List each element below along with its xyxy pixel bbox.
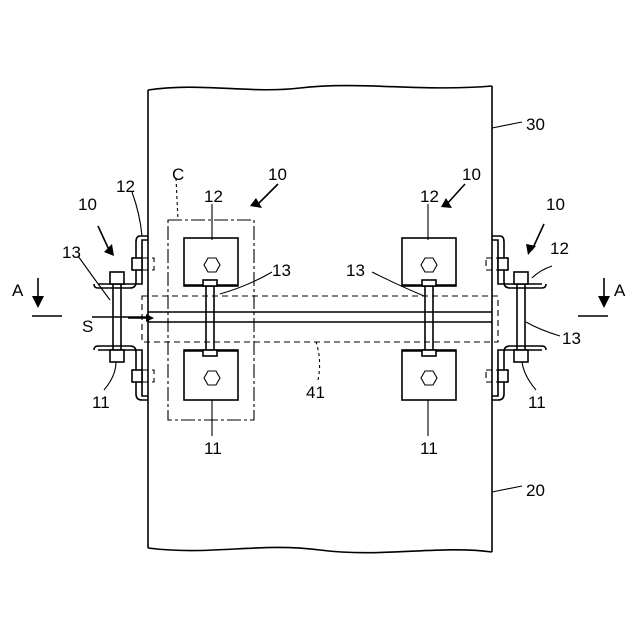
label-coupler-top-right: 10	[462, 165, 481, 184]
label-section-a-right: A	[614, 281, 626, 300]
label-bolt-13-far-left: 13	[62, 243, 81, 262]
section-marker-right	[578, 278, 610, 316]
coupler-arrows	[98, 184, 544, 322]
label-panel-lower: 20	[526, 481, 545, 500]
label-plate-11-bottom-right: 11	[420, 439, 438, 458]
nut-icon	[498, 258, 508, 270]
reference-labels: 30 20 C 10 10 10 10 12 12 12 12 13 13 13…	[12, 115, 626, 500]
inner-coupler-right-top-plate	[402, 238, 456, 286]
inner-coupler-right-bottom-plate	[402, 350, 456, 400]
arrow-icon	[104, 244, 114, 256]
label-section-a-left: A	[12, 281, 24, 300]
nut-icon	[498, 370, 508, 382]
label-coupler-top-left: 10	[268, 165, 287, 184]
inner-bolt-right	[422, 280, 436, 356]
arrow-icon	[146, 314, 154, 322]
nut-icon	[110, 272, 124, 284]
label-member-41: 41	[306, 383, 325, 402]
label-plate-11-side-left: 11	[92, 393, 110, 412]
nut-icon	[132, 370, 142, 382]
nut-icon	[132, 258, 142, 270]
panel-bottom-wavy-edge	[148, 547, 492, 552]
label-coupler-side-left: 10	[78, 195, 97, 214]
label-coupler-side-right: 10	[546, 195, 565, 214]
nut-icon	[514, 350, 528, 362]
nut-icon	[110, 350, 124, 362]
leader-lines	[78, 122, 560, 492]
label-plate-12-side-right: 12	[550, 239, 569, 258]
label-bolt-13-inner-left: 13	[272, 261, 291, 280]
side-coupler-right	[486, 236, 546, 400]
label-plate-12-side-left: 12	[116, 177, 135, 196]
label-plate-12-top-right: 12	[420, 187, 439, 206]
arrow-icon	[250, 198, 262, 208]
arrow-down-icon	[598, 296, 610, 308]
arrow-down-icon	[32, 296, 44, 308]
hidden-member-41	[142, 296, 498, 342]
panel-body	[148, 86, 492, 553]
label-bolt-13-far-right: 13	[562, 329, 581, 348]
label-panel-upper: 30	[526, 115, 545, 134]
label-gap-s: S	[82, 317, 93, 336]
label-plate-12-top-left: 12	[204, 187, 223, 206]
inner-coupler-left-top-plate	[184, 238, 238, 286]
label-detail-c: C	[172, 165, 184, 184]
label-plate-11-bottom-left: 11	[204, 439, 222, 458]
section-marker-left	[32, 278, 62, 316]
label-plate-11-side-right: 11	[528, 393, 546, 412]
inner-coupler-left-bottom-plate	[184, 350, 238, 400]
panel-top-wavy-edge	[148, 86, 492, 90]
nut-icon	[514, 272, 528, 284]
label-bolt-13-inner-right: 13	[346, 261, 365, 280]
inner-bolt-left	[203, 280, 217, 356]
